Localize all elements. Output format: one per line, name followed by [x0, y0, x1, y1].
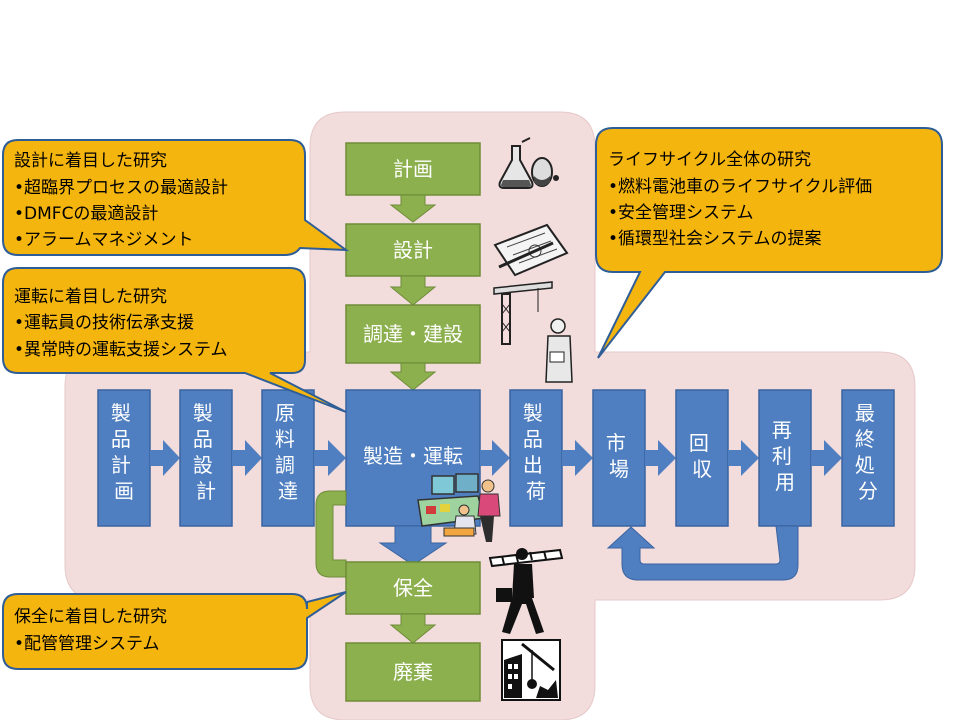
product-plan-box	[97, 389, 151, 527]
material-procure-label: 原 料 調 達	[275, 401, 301, 503]
plan-label: 計画	[393, 157, 433, 181]
maintain-label: 保全	[393, 576, 433, 600]
reuse-box	[758, 389, 812, 527]
arrow-plan-design	[389, 194, 437, 223]
blueprint-icon	[493, 223, 569, 277]
arrow-hp3	[314, 440, 346, 476]
operation-callout	[2, 267, 347, 413]
arrow-hp2	[232, 440, 262, 476]
maintenance-callout	[2, 591, 347, 670]
dispose-box	[345, 642, 481, 702]
arrow-design-build	[389, 275, 437, 306]
ladder-worker-icon	[488, 548, 564, 634]
shipment-box	[509, 389, 563, 527]
lifecycle-callout	[595, 127, 943, 359]
final-disposal-box	[841, 389, 895, 527]
arrow-hp7	[728, 440, 759, 476]
final-disposal-label: 最 終 処 分	[855, 401, 881, 503]
arrow-hp1	[150, 440, 180, 476]
collect-label: 回 収	[689, 431, 715, 481]
reuse-label: 再 利 用	[772, 418, 798, 494]
recycle-loop-arrow	[606, 525, 799, 581]
demolition-icon	[501, 639, 561, 701]
procure-build-box	[345, 304, 481, 364]
maintenance-callout-text: 保全に着目した研究 •配管管理システム	[14, 607, 172, 654]
flask-icon	[498, 137, 559, 189]
lifecycle-callout-text: ライフサイクル全体の研究 •燃料電池車のライフサイクル評価 •安全管理システム …	[608, 150, 878, 249]
arrow-hp8	[811, 440, 842, 476]
control-room-icon	[417, 473, 501, 542]
maintenance-feedback-arrow	[315, 490, 347, 578]
product-design-label: 製 品 設 計	[193, 401, 219, 503]
crane-worker-icon	[493, 281, 573, 383]
design-callout	[2, 139, 350, 256]
arrow-operate-maintain	[378, 525, 448, 566]
shipment-label: 製 品 出 荷	[523, 401, 549, 503]
arrow-hp4	[480, 440, 510, 476]
dispose-label: 廃棄	[393, 660, 433, 684]
operate-label: 製造・運転	[363, 444, 463, 468]
arrow-hp5	[562, 440, 593, 476]
arrow-maintain-dispose	[389, 613, 437, 644]
market-label: 市 場	[606, 431, 632, 481]
product-plan-label: 製 品 計 画	[111, 401, 137, 503]
arrow-hp6	[645, 440, 676, 476]
plan-box	[345, 142, 481, 196]
design-label: 設計	[393, 238, 433, 262]
maintain-box	[345, 561, 481, 615]
product-design-box	[179, 389, 233, 527]
market-box	[592, 389, 646, 527]
operation-callout-text: 運転に着目した研究 •運転員の技術伝承支援 •異常時の運転支援システム	[14, 287, 228, 360]
collect-box	[675, 389, 729, 527]
design-callout-text: 設計に着目した研究 •超臨界プロセスの最適設計 •DMFCの最適設計 •アラーム…	[14, 151, 233, 250]
procure-build-label: 調達・建設	[363, 322, 463, 346]
arrow-build-operate	[389, 362, 437, 391]
